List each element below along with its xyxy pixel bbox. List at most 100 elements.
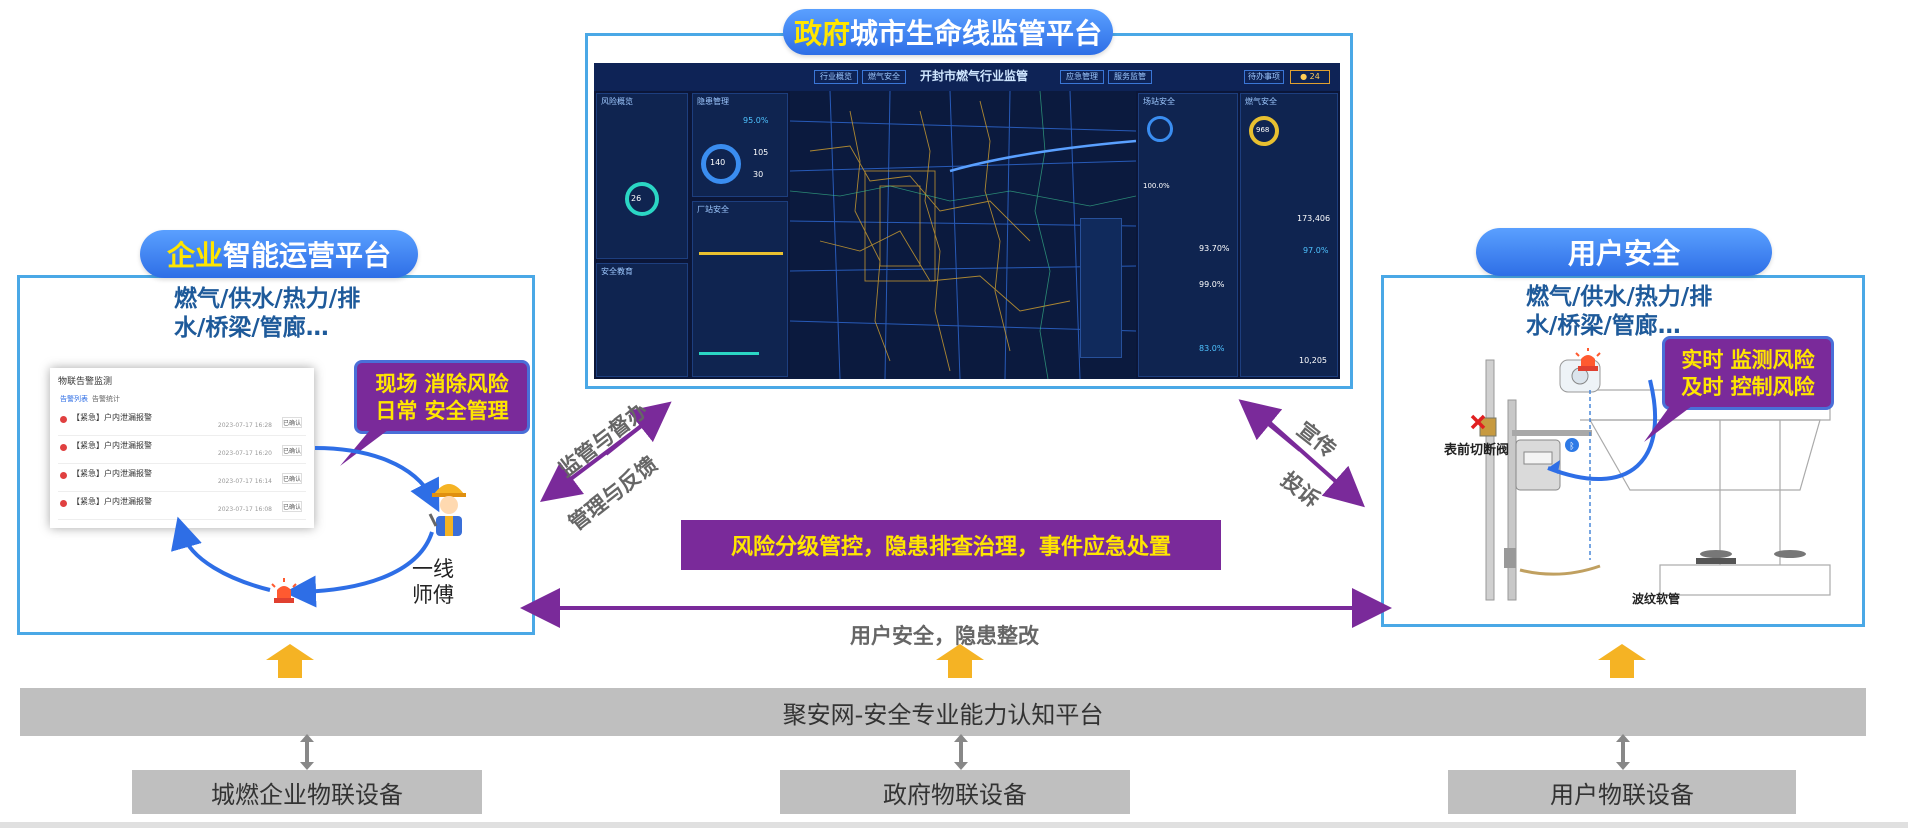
device-label-user: 用户物联设备: [1550, 780, 1694, 809]
dashboard-tab-3[interactable]: 应急管理: [1060, 70, 1104, 84]
enterprise-callout-line2: 日常 安全管理: [375, 399, 509, 423]
dash-value: 97.0%: [1303, 246, 1329, 255]
map-legend: [1080, 218, 1122, 358]
dash-card-title: 厂站安全: [697, 205, 729, 214]
dash-value: 83.0%: [1199, 344, 1225, 353]
kitchen-illustration: ᛒ: [1470, 359, 1831, 601]
user-subtitle-line2: 水/桥梁/管廊…: [1526, 313, 1681, 339]
window-tab-stats[interactable]: 告警统计: [92, 395, 120, 403]
user-callout-pointer: [1644, 406, 1692, 442]
gov-title-rest: 城市生命线监管平台: [850, 17, 1103, 50]
dash-value: 140: [710, 158, 726, 167]
user-subtitle: 燃气/供水/热力/排 水/桥梁/管廊…: [1526, 283, 1712, 341]
gov-title-highlight: 政府: [793, 17, 850, 50]
alarm-count: 24: [1309, 72, 1320, 81]
window-title: 物联告警监测: [58, 377, 113, 387]
enterprise-title-rest: 智能运营平台: [223, 239, 392, 272]
device-box-government: 政府物联设备: [780, 770, 1130, 814]
platform-name: 聚安网-安全专业能力认知平台: [782, 700, 1104, 729]
svg-text:ᛒ: ᛒ: [1569, 441, 1574, 452]
dashboard-header: [594, 63, 1340, 91]
dash-value: 93.70%: [1199, 244, 1230, 253]
user-safety-title: 用户安全: [1476, 228, 1772, 276]
alarm-dot-icon: [60, 500, 67, 507]
worker-icon: [428, 484, 466, 536]
dash-card-risk: 风险概览 26: [596, 93, 688, 259]
worker-label-line2: 师傅: [412, 583, 454, 607]
enterprise-cycle-arrows: [171, 446, 440, 608]
dash-value: 100.0%: [1143, 182, 1170, 190]
dash-card-site: 场站安全 100.0% 93.70% 99.0% 83.0%: [1138, 93, 1238, 377]
dash-card-title: 安全教育: [601, 267, 633, 276]
dash-value: 968: [1256, 126, 1270, 134]
gov-platform-title: 政府城市生命线监管平台: [783, 9, 1113, 55]
dash-card-station: 厂站安全: [692, 201, 788, 377]
alarm-light-icon: [1575, 348, 1601, 371]
updown-arrow-right: [1616, 734, 1630, 770]
up-arrow-center: [936, 644, 984, 678]
dashboard-tab-2[interactable]: 燃气安全: [862, 70, 906, 84]
enterprise-title: 企业智能运营平台: [140, 230, 418, 278]
dashboard-tab-4[interactable]: 服务监管: [1108, 70, 1152, 84]
alarm-row-button[interactable]: 已确认: [282, 473, 302, 484]
user-callout-line1: 实时 监测风险: [1681, 348, 1815, 372]
device-box-enterprise: 城燃企业物联设备: [132, 770, 482, 814]
platform-bar: 聚安网-安全专业能力认知平台: [20, 688, 1866, 736]
bell-icon: ●: [1300, 72, 1308, 81]
dashboard-map: [790, 91, 1136, 379]
updown-arrow-left: [300, 734, 314, 770]
progress-bar: [699, 252, 783, 255]
valve-label: 表前切断阀: [1444, 443, 1510, 458]
alarm-row-date: 2023-07-17 16:20: [217, 450, 272, 457]
user-subtitle-line1: 燃气/供水/热力/排: [1526, 284, 1713, 310]
alarm-row-button[interactable]: 已确认: [282, 501, 302, 512]
ring-chart: [1249, 116, 1279, 146]
alarm-row-title: 【紧急】户内泄漏报警: [72, 497, 152, 506]
alarm-list-window: 物联告警监测 告警列表 告警统计 【紧急】户内泄漏报警 2023-07-17 1…: [50, 368, 314, 528]
worker-label-line1: 一线: [412, 557, 454, 581]
alarm-row-button[interactable]: 已确认: [282, 417, 302, 428]
enterprise-title-highlight: 企业: [166, 239, 223, 272]
dash-value: 26: [631, 194, 642, 203]
user-callout: 实时 监测风险 及时 控制风险: [1662, 336, 1834, 410]
updown-arrow-center: [954, 734, 968, 770]
alarm-row[interactable]: 【紧急】户内泄漏报警 2023-07-17 16:28 已确认: [58, 410, 306, 436]
alarm-row-date: 2023-07-17 16:28: [217, 422, 272, 429]
window-tab-list[interactable]: 告警列表: [60, 395, 88, 403]
alarm-dot-icon: [60, 416, 67, 423]
dash-card-title: 场站安全: [1143, 97, 1175, 106]
user-callout-line2: 及时 控制风险: [1681, 375, 1815, 399]
dashboard-alarm-badge[interactable]: ● 24: [1290, 70, 1330, 84]
bottom-divider: [0, 822, 1908, 828]
alarm-row[interactable]: 【紧急】户内泄漏报警 2023-07-17 16:20 已确认: [58, 438, 306, 464]
dashboard-title: 开封市燃气行业监管: [919, 69, 1028, 83]
alarm-dot-icon: [60, 472, 67, 479]
enterprise-callout: 现场 消除风险 日常 安全管理: [354, 360, 530, 434]
ring-chart: [1147, 116, 1173, 142]
dash-value: 95.0%: [743, 116, 769, 125]
ring-chart: [701, 144, 741, 184]
dash-card-edu: 安全教育: [596, 263, 688, 377]
dash-value: 105: [753, 148, 769, 157]
dash-card-gas: 燃气安全 968 173,406 97.0% 10,205: [1240, 93, 1338, 377]
alarm-row-date: 2023-07-17 16:14: [217, 478, 272, 485]
callout-pointer: [340, 430, 388, 466]
dash-value: 173,406: [1297, 214, 1331, 223]
dash-value: 99.0%: [1199, 280, 1225, 289]
dashboard-tab-1[interactable]: 行业概览: [814, 70, 858, 84]
alarm-row-title: 【紧急】户内泄漏报警: [72, 469, 152, 478]
user-safety-title-text: 用户安全: [1567, 237, 1680, 270]
dash-value: 10,205: [1299, 356, 1327, 365]
worker-label: 一线 师傅: [412, 556, 454, 608]
gov-dashboard-screenshot: 行业概览 燃气安全 开封市燃气行业监管 应急管理 服务监管 待办事项 ● 24: [594, 63, 1340, 379]
alarm-row-date: 2023-07-17 16:08: [217, 506, 272, 513]
device-box-user: 用户物联设备: [1448, 770, 1796, 814]
enterprise-subtitle-line1: 燃气/供水/热力/排: [174, 286, 361, 312]
up-arrow-right: [1598, 644, 1646, 678]
dashboard-todo-tab[interactable]: 待办事项: [1244, 70, 1284, 84]
alarm-row[interactable]: 【紧急】户内泄漏报警 2023-07-17 16:14 已确认: [58, 466, 306, 492]
ring-chart: [625, 182, 659, 216]
alarm-row-title: 【紧急】户内泄漏报警: [72, 441, 152, 450]
alarm-row-button[interactable]: 已确认: [282, 445, 302, 456]
